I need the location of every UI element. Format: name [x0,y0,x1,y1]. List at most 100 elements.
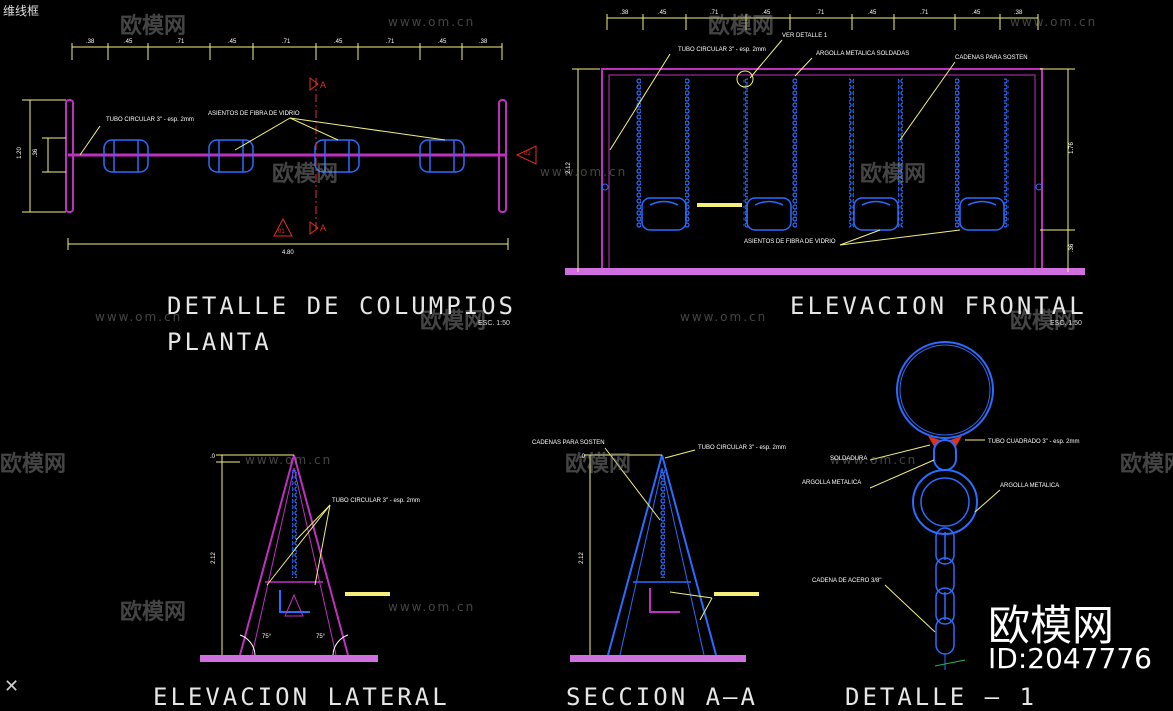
plan-seat-leader-a [234,117,291,151]
front-leader-seat-b [839,229,881,246]
plan-dim-4: .45 [228,39,237,45]
detail-leader-ring1 [869,459,935,489]
front-bottom-right: .36 [1069,243,1076,253]
plan-dim-3: .71 [176,39,185,45]
detail-ring1-label: ARGOLLA METALICA [802,480,862,486]
watermark-url-4: www.om.cn [95,310,183,324]
section-chain [660,470,665,578]
plan-section-arrow-bottom [309,221,319,235]
plan-mark-01: 01 [278,229,285,235]
section-tube-label: TUBO CIRCULAR 3" - esp. 2mm [698,445,786,451]
section-ground [570,655,746,662]
section-chains-label: CADENAS PARA SOSTEN [532,440,605,446]
side-leader-c [314,504,331,586]
plan-left-inner-dim: .36 [33,148,40,158]
front-tube-label: TUBO CIRCULAR 3" - esp. 2mm [678,47,766,53]
detail-ring-small [933,439,957,471]
plan-seat-2 [208,139,254,173]
front-leader-tube [609,53,671,151]
detail-leader-chain [884,584,936,633]
front-dim-1: .38 [620,10,629,16]
plan-seat-leader-c [289,117,446,141]
front-title: ELEVACION FRONTAL [790,292,1087,320]
plan-seat-leader-b [289,117,339,141]
section-title: SECCION A—A [566,683,758,711]
side-angle-right: 75° [316,634,326,640]
watermark-logo-9: 欧模网 [1120,452,1173,477]
plan-dim-7: .71 [386,39,395,45]
plan-mark-02: 02 [524,151,531,157]
section-leg-left-inner [619,467,663,656]
section-seat [649,588,680,613]
detail-weld-left [928,436,940,448]
side-ground [200,655,378,662]
plan-dim-2: .45 [124,39,133,45]
side-tube-label: TUBO CIRCULAR 3" - esp. 2mm [332,498,420,504]
front-ring-label: ARGOLLA METALICA SOLDADAS [816,51,910,57]
front-detail-circle [736,70,754,88]
front-height-left: 2.12 [565,162,572,174]
watermark-url-6: www.om.cn [245,453,333,467]
detail-weld-label: SOLDADURA [830,456,868,462]
watermark-logo-4: 欧模网 [860,162,927,187]
side-leg-right-inner [293,467,337,656]
plan-seat-1 [103,139,149,173]
plan-section-a-bottom: A [320,223,327,233]
detail-leader-ring2 [974,489,1001,513]
section-view [570,447,759,662]
detail-leader-weld [869,444,931,461]
front-leader-seat-a [839,229,961,246]
front-leader-ring [794,57,813,77]
section-leg-left-outer [607,454,663,656]
section-leg-right-inner [661,467,705,656]
watermark-logo-10: 欧模网 [120,600,187,625]
plan-width-dim: 4.80 [282,250,294,256]
section-leader-chain [604,447,661,521]
close-icon[interactable]: ✕ [4,676,20,697]
side-yellow-bar [345,592,390,596]
side-view [200,454,390,662]
plan-seats-label: ASIENTOS DE FIBRA DE VIDRIO [208,111,300,117]
detail-tube-inner [899,344,991,436]
detail-ring-large-inner [920,477,970,527]
plan-top-dim-ticks [71,43,503,60]
front-ground [565,268,1085,275]
watermark-url-1: www.om.cn [388,15,476,29]
watermark-logo-1: 欧模网 [120,14,187,39]
front-seats-label: ASIENTOS DE FIBRA DE VIDRIO [744,239,836,245]
detail-chain-links [935,527,955,655]
detail-ring-large-outer [912,469,978,535]
watermark-url-7: www.om.cn [830,453,918,467]
section-height-label: 2.12 [578,552,585,564]
plan-left-outer-dim: 1.20 [16,147,23,159]
detail-title: DETALLE — 1 [845,683,1037,711]
side-chain [292,470,297,578]
front-dim-6: .45 [868,10,877,16]
plan-dim-1: .38 [86,39,95,45]
front-leader-ver [749,39,783,79]
front-yellow-bar [697,203,742,207]
plan-subtitle: PLANTA [167,328,272,356]
plan-dim-8: .45 [438,39,447,45]
plan-section-arrow-top [309,77,319,91]
front-dim-5: .71 [816,10,825,16]
watermark-logo-7: 欧模网 [0,452,67,477]
plan-dim-5: .71 [282,39,291,45]
watermark-logo-6: 欧模网 [1010,309,1077,334]
plan-tube-leader [79,125,101,156]
front-seats [641,197,1005,231]
detail-tube-outer [896,341,994,439]
side-angle-left: 75° [262,634,272,640]
plan-right-post [498,99,507,213]
plan-title: DETALLE DE COLUMPIOS [167,292,516,320]
side-leader-b [266,504,331,586]
detail-ring2-label: ARGOLLA METALICA [1000,483,1060,489]
front-chains [636,78,1009,228]
plan-tube-label: TUBO CIRCULAR 3" - esp. 2mm [106,117,194,123]
detail-tube-label: TUBO CUADRADO 3" - esp. 2mm [988,439,1080,445]
front-dim-3: .71 [710,10,719,16]
section-leg-right-outer [661,454,717,656]
watermark-logo-8: 欧模网 [565,452,632,477]
front-dim-2: .45 [658,10,667,16]
